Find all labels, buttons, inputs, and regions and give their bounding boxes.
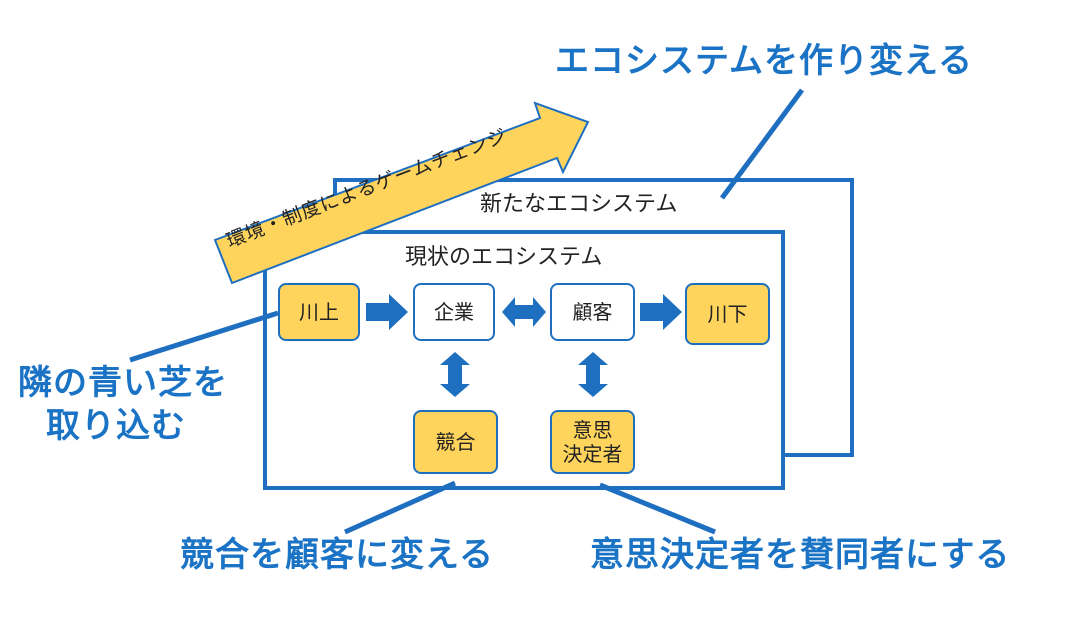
callout-absorb-neighbor: 隣の青い芝を 取り込む	[18, 362, 228, 447]
node-downstream: 川下	[685, 283, 770, 345]
leader-line-left	[129, 310, 279, 363]
leader-line-bottom-left	[343, 480, 457, 535]
callout-decision-maker-to-supporter: 意思決定者を賛同者にする	[590, 535, 1011, 575]
banner-arrow	[213, 101, 590, 285]
node-upstream: 川上	[278, 283, 360, 341]
callout-absorb-neighbor-line2: 取り込む	[46, 405, 186, 446]
node-decision-maker-line2: 決定者	[562, 442, 623, 466]
outer-frame-label: 新たなエコシステム	[480, 192, 678, 217]
leader-line-top-right	[719, 88, 805, 200]
node-decision-maker-line1: 意思	[572, 418, 613, 442]
inner-frame-label: 現状のエコシステム	[405, 245, 603, 270]
callout-reshape-ecosystem: エコシステムを作り変える	[555, 41, 973, 81]
callout-competitor-to-customer: 競合を顧客に変える	[180, 535, 494, 575]
inner-frame	[263, 230, 785, 490]
arrow-customer-to-downstream	[640, 294, 682, 330]
arrow-company-customer	[502, 297, 546, 327]
leader-line-bottom-right	[599, 482, 716, 535]
callout-absorb-neighbor-line1: 隣の青い芝を	[18, 363, 228, 403]
node-customer: 顧客	[550, 283, 635, 341]
arrow-upstream-to-company	[366, 294, 408, 330]
arrow-customer-decision-maker	[578, 352, 608, 397]
node-decision-maker: 意思 決定者	[550, 410, 635, 474]
arrow-company-competitor	[440, 352, 470, 397]
node-competitor: 競合	[413, 410, 498, 474]
node-company: 企業	[413, 283, 495, 341]
